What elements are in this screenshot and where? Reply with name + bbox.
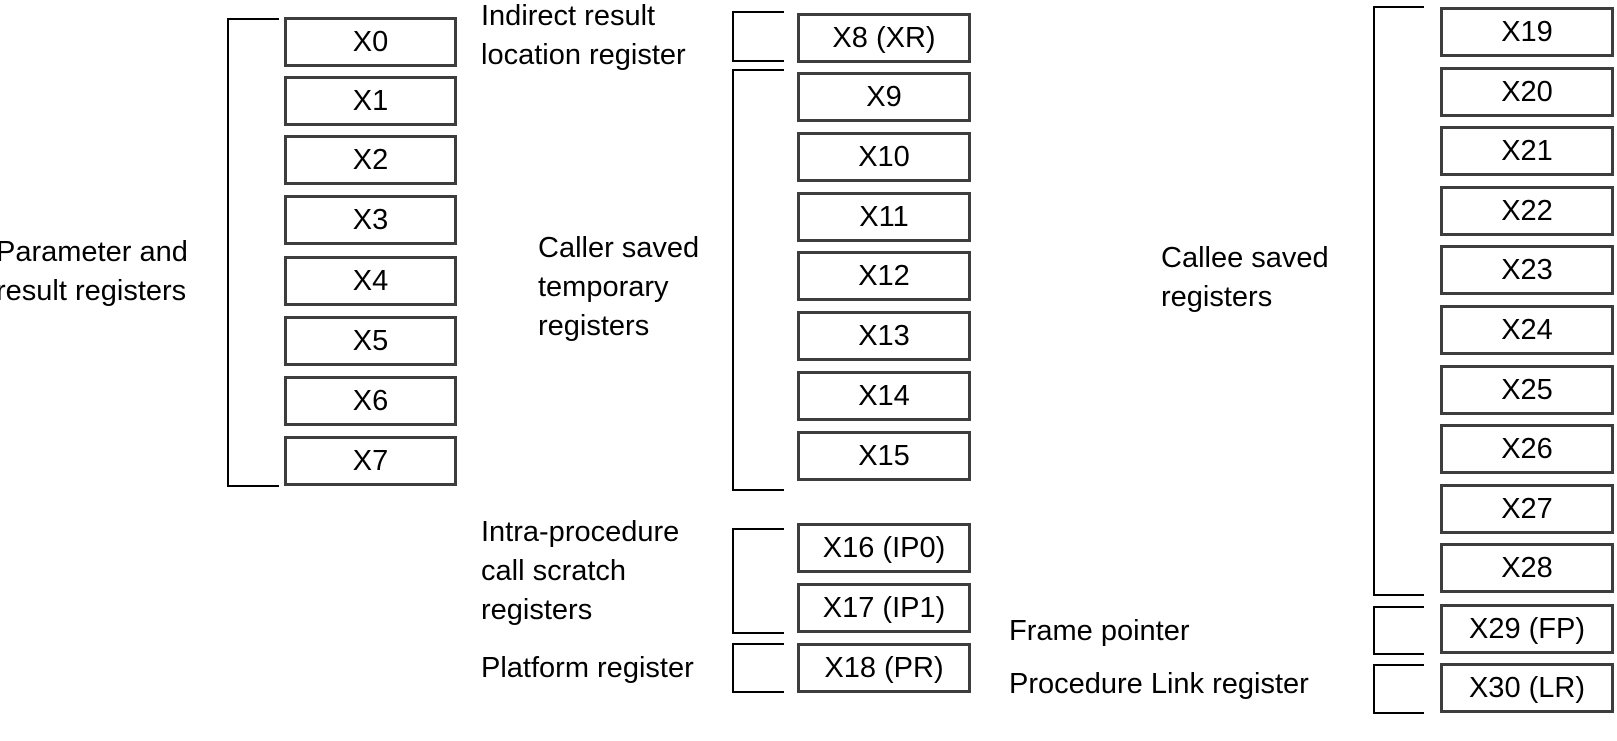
register-x20: X20	[1440, 67, 1614, 117]
bracket-callee-saved	[1373, 6, 1424, 596]
label-indirect-result-location: Indirect result location register	[481, 0, 686, 71]
bracket-caller-saved	[732, 69, 784, 491]
register-x7: X7	[284, 436, 457, 486]
register-x23: X23	[1440, 245, 1614, 295]
label-caller-saved-temporary: Caller saved temporary registers	[538, 232, 700, 342]
register-x2: X2	[284, 135, 457, 185]
register-x18: X18 (PR)	[797, 643, 971, 693]
register-x10: X10	[797, 132, 971, 182]
register-x4: X4	[284, 256, 457, 306]
register-x14: X14	[797, 371, 971, 421]
label-callee-saved-registers: Callee saved registers	[1161, 242, 1329, 313]
register-x29: X29 (FP)	[1440, 604, 1614, 654]
register-x26: X26	[1440, 424, 1614, 474]
register-x22: X22	[1440, 186, 1614, 236]
register-x17: X17 (IP1)	[797, 583, 971, 633]
register-x6: X6	[284, 376, 457, 426]
register-x1: X1	[284, 76, 457, 126]
bracket-parameter-result	[227, 18, 279, 487]
bracket-indirect-result	[732, 11, 784, 62]
register-x8: X8 (XR)	[797, 13, 971, 63]
register-x15: X15	[797, 431, 971, 481]
register-x19: X19	[1440, 7, 1614, 57]
register-x11: X11	[797, 192, 971, 242]
register-x30: X30 (LR)	[1440, 663, 1614, 713]
register-x0: X0	[284, 17, 457, 67]
label-parameter-result-registers: Parameter and result registers	[0, 236, 188, 307]
register-x9: X9	[797, 72, 971, 122]
register-x21: X21	[1440, 126, 1614, 176]
register-x27: X27	[1440, 484, 1614, 534]
label-intra-procedure-scratch: Intra-procedure call scratch registers	[481, 516, 680, 626]
label-frame-pointer: Frame pointer	[1009, 615, 1190, 647]
label-platform-register: Platform register	[481, 652, 694, 684]
register-x5: X5	[284, 316, 457, 366]
bracket-link-register	[1373, 664, 1424, 714]
register-x24: X24	[1440, 305, 1614, 355]
bracket-frame-pointer	[1373, 606, 1424, 655]
register-x25: X25	[1440, 365, 1614, 415]
register-x12: X12	[797, 251, 971, 301]
register-x3: X3	[284, 195, 457, 245]
bracket-platform	[732, 643, 784, 693]
register-x28: X28	[1440, 543, 1614, 593]
register-x16: X16 (IP0)	[797, 523, 971, 573]
label-procedure-link-register: Procedure Link register	[1009, 668, 1309, 700]
bracket-intra-procedure	[732, 528, 784, 634]
register-x13: X13	[797, 311, 971, 361]
